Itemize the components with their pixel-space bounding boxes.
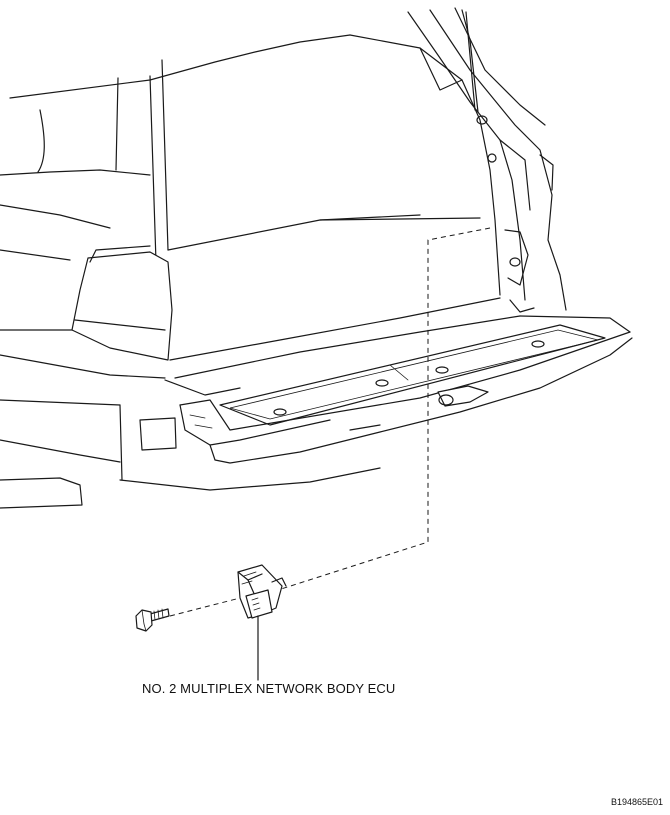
ecu-part-label: NO. 2 MULTIPLEX NETWORK BODY ECU: [142, 681, 396, 696]
figure-code: B194865E01: [610, 797, 663, 807]
location-leader-line: [277, 227, 491, 591]
bolt-icon: [135, 608, 170, 632]
ecu-component-icon: [237, 564, 287, 619]
vehicle-body: [0, 7, 633, 509]
bolt-axis-line: [169, 597, 241, 617]
